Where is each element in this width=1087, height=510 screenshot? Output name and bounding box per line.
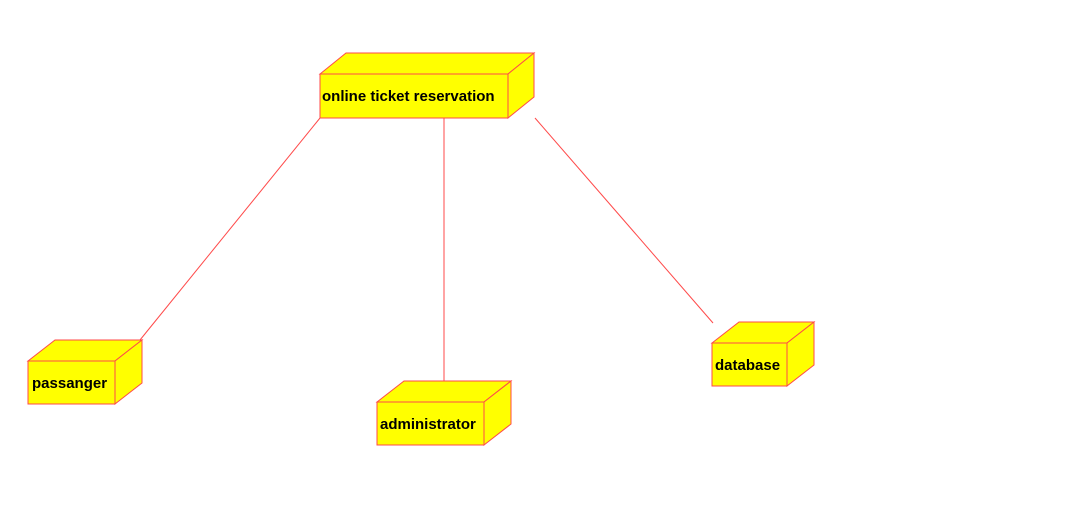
node-top-face	[318, 52, 536, 75]
node-front-face	[711, 342, 788, 387]
connection-main-passanger	[139, 117, 321, 341]
node-front-face	[319, 73, 509, 119]
node-front-face	[27, 360, 116, 405]
node-label: online ticket reservation	[322, 88, 495, 105]
node-online-ticket-reservation[interactable]: online ticket reservation	[318, 51, 536, 120]
node-database[interactable]: database	[710, 320, 816, 388]
node-label: administrator	[380, 416, 476, 433]
node-passanger[interactable]: passanger	[26, 338, 144, 406]
connection-main-database	[534, 117, 714, 324]
node-front-face	[376, 401, 485, 446]
node-label: database	[715, 357, 780, 374]
connections	[139, 117, 714, 381]
node-label: passanger	[32, 375, 107, 392]
node-administrator[interactable]: administrator	[375, 379, 513, 447]
